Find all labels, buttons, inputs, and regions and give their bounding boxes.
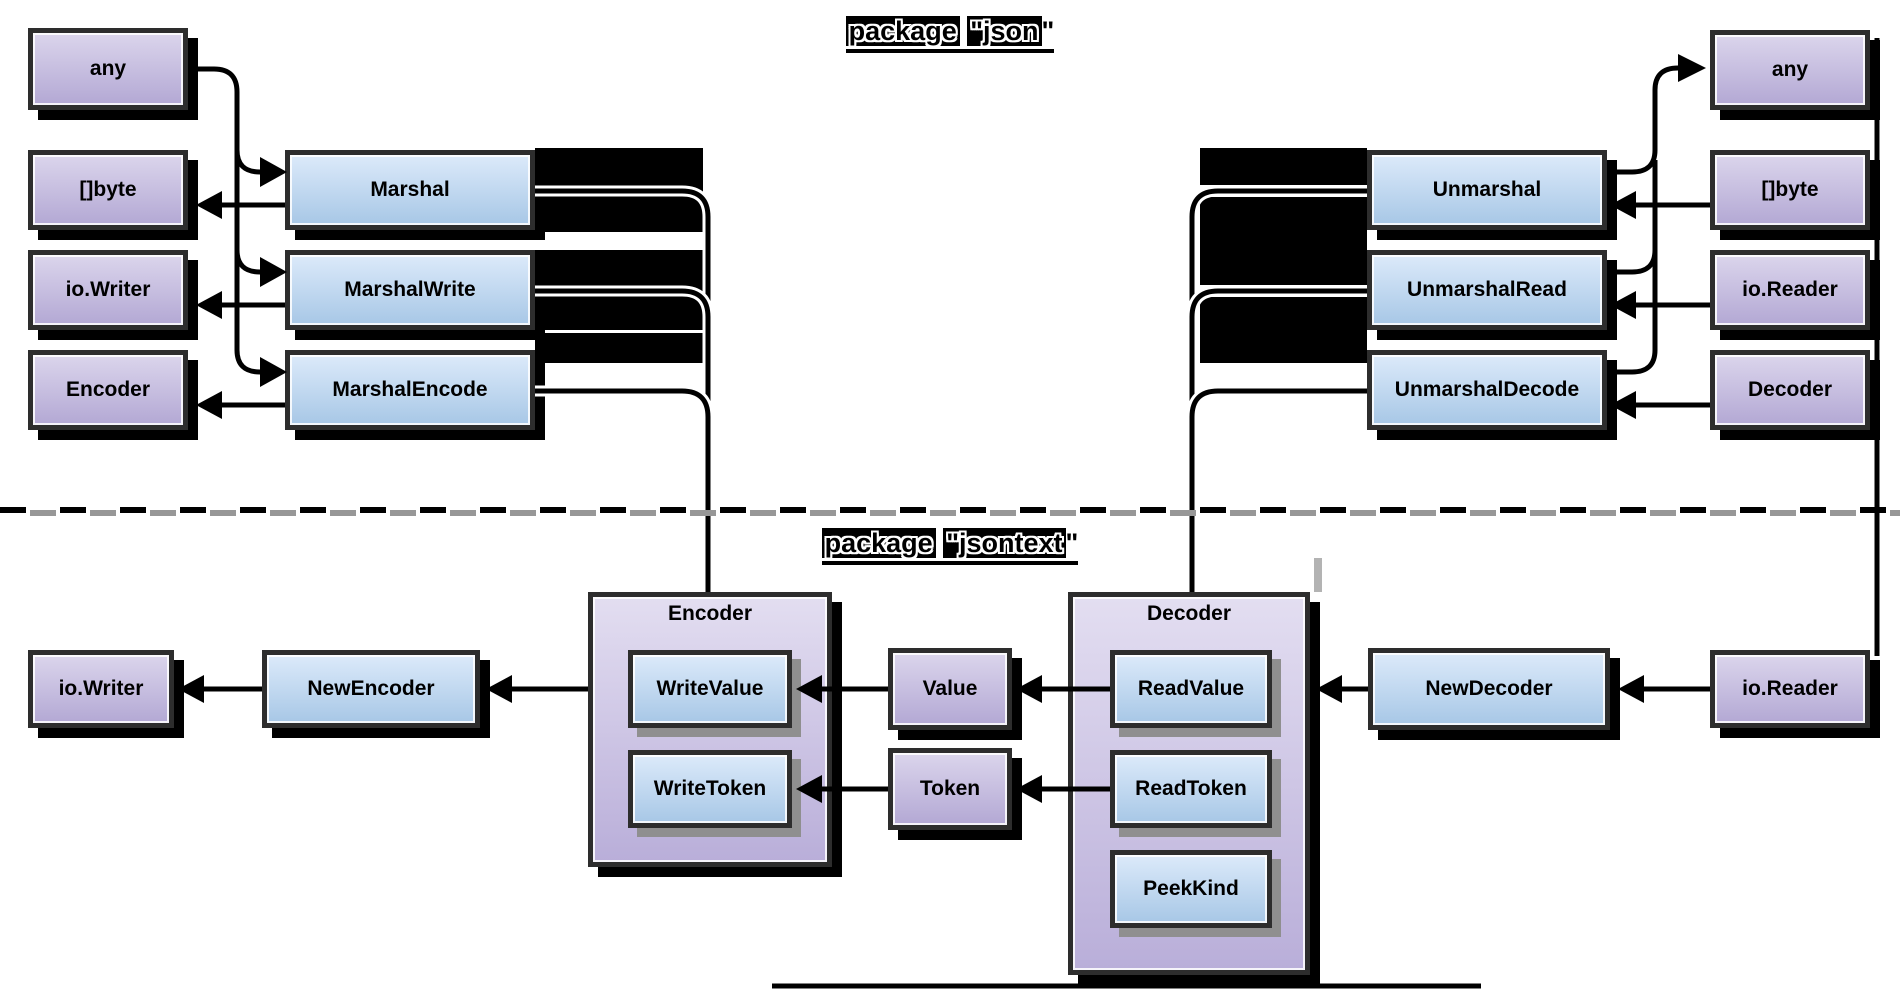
any-output-arrowhead: [1678, 54, 1706, 82]
jsontext-type-iowriter: io.Writer: [28, 650, 174, 728]
redacted-blocks: [535, 148, 1367, 363]
func-newencoder: NewEncoder: [262, 650, 480, 728]
method-readtoken: ReadToken: [1110, 750, 1272, 828]
encoder-struct-title: Encoder: [667, 602, 753, 625]
func-marshal: Marshal: [285, 150, 535, 230]
closing-quote: ": [1065, 528, 1079, 558]
func-unmarshaldecode: UnmarshalDecode: [1367, 350, 1607, 430]
func-unmarshal: Unmarshal: [1367, 150, 1607, 230]
json-right-type-byte: []byte: [1710, 150, 1870, 230]
jsontext-word: "jsontext: [943, 528, 1066, 558]
jsontext-type-value: Value: [888, 648, 1012, 730]
unmarshal-to-any-lines: [1607, 65, 1679, 375]
json-left-type-encoder: Encoder: [28, 350, 188, 430]
func-marshalencode: MarshalEncode: [285, 350, 535, 430]
json-word: "json: [967, 16, 1042, 46]
any-input-arrowheads: [260, 157, 287, 387]
func-newdecoder: NewDecoder: [1368, 648, 1610, 730]
marshal-output-arrows: [222, 202, 285, 408]
package-jsontext-title: package "jsontext": [0, 528, 1900, 565]
json-right-type-ioreader: io.Reader: [1710, 250, 1870, 330]
json-left-type-any: any: [28, 28, 188, 110]
method-readvalue: ReadValue: [1110, 650, 1272, 728]
unmarshal-input-arrowheads: [1610, 191, 1636, 419]
marshal-output-arrowheads: [196, 191, 222, 419]
unmarshal-input-arrows: [1636, 202, 1710, 408]
package-word: package: [845, 16, 960, 46]
method-writevalue: WriteValue: [628, 650, 792, 728]
func-marshalwrite: MarshalWrite: [285, 250, 535, 330]
package-json-title-text: package "json": [845, 16, 1055, 53]
json-left-type-iowriter: io.Writer: [28, 250, 188, 330]
json-right-type-decoder: Decoder: [1710, 350, 1870, 430]
closing-quote: ": [1041, 16, 1055, 46]
package-word: package: [821, 528, 936, 558]
jsontext-type-token: Token: [888, 748, 1012, 830]
package-jsontext-title-text: package "jsontext": [821, 528, 1079, 565]
method-writetoken: WriteToken: [628, 750, 792, 828]
method-peekkind: PeekKind: [1110, 850, 1272, 928]
package-json-title: package "json": [0, 16, 1900, 53]
jsontext-type-ioreader: io.Reader: [1710, 650, 1870, 728]
json-right-type-any: any: [1710, 30, 1870, 110]
json-left-type-byte: []byte: [28, 150, 188, 230]
decoder-struct-title: Decoder: [1146, 602, 1232, 625]
package-separator-dashed-line: [0, 507, 1900, 516]
func-unmarshalread: UnmarshalRead: [1367, 250, 1607, 330]
any-input-lines: [188, 66, 261, 375]
